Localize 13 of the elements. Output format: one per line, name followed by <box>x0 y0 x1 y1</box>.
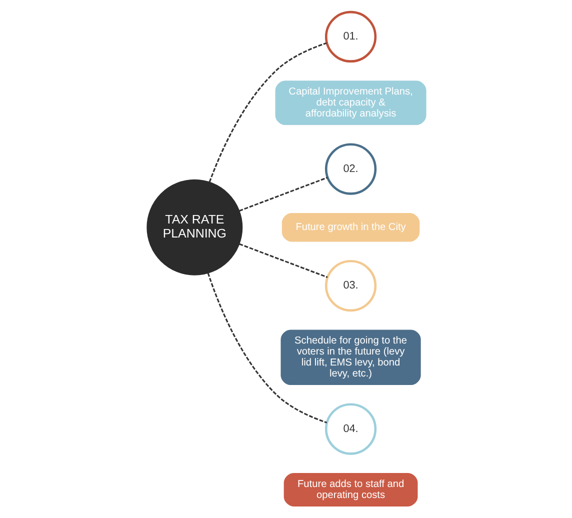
node-box: Schedule for going to the voters in the future (levy lid lift, EMS levy, bond levy, etc.) <box>280 330 420 386</box>
connector <box>206 272 327 424</box>
node-box: Capital Improvement Plans, debt capacity & affordability analysis <box>274 80 426 126</box>
node-circle: 04. <box>324 403 376 455</box>
node-box: Future growth in the City <box>281 213 420 242</box>
node-box: Future adds to staff and operating costs <box>283 472 418 506</box>
node-circle: 03. <box>324 260 376 312</box>
connector <box>238 243 328 278</box>
connector <box>208 42 326 182</box>
node-circle: 02. <box>324 143 376 195</box>
node-circle: 01. <box>324 10 376 63</box>
node-circle: TAX RATE PLANNING <box>146 179 242 276</box>
connector <box>238 176 328 212</box>
